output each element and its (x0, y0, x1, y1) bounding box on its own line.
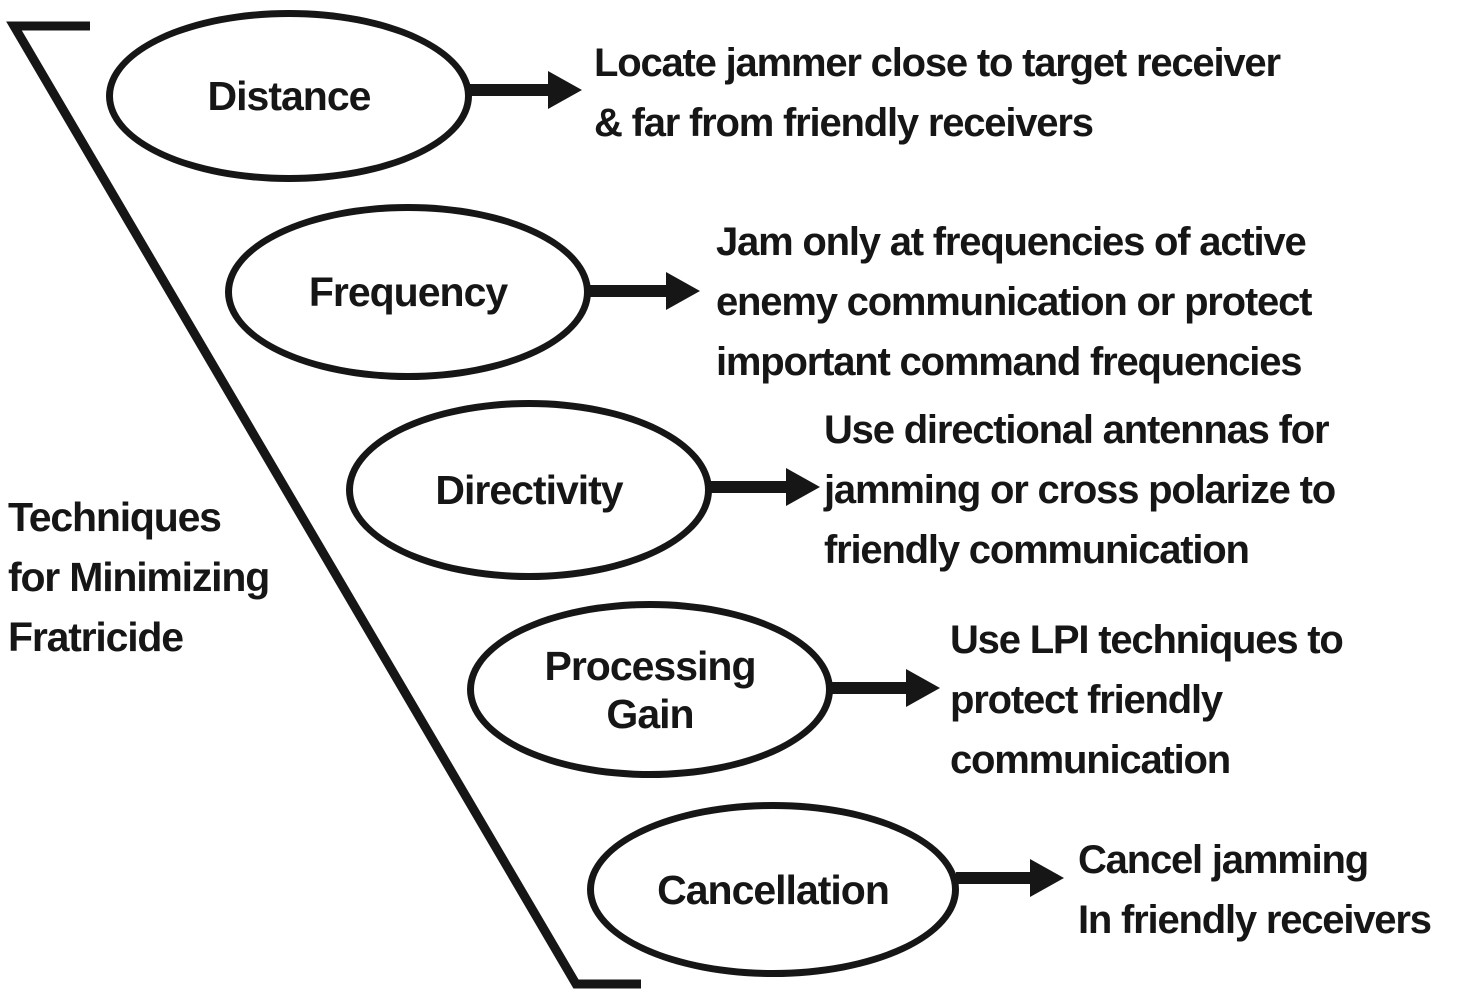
arrow-right-icon (956, 859, 1064, 897)
node-distance: Distance (106, 10, 472, 182)
node-frequency-description: Jam only at frequencies of active enemy … (716, 220, 1312, 384)
node-label: Cancellation (657, 866, 890, 913)
arrow-right-icon (708, 468, 820, 506)
node-frequency: Frequency (225, 204, 591, 380)
node-label: Distance (207, 73, 372, 119)
diagonal-bracket-line (6, 21, 641, 989)
node-cancellation: Cancellation (587, 802, 959, 977)
diagram-title: Techniques for Minimizing Fratricide (8, 494, 270, 660)
arrow-right-icon (588, 272, 700, 310)
arrow-right-icon (468, 71, 582, 109)
node-directivity-description: Use directional antennas for jamming or … (824, 408, 1336, 572)
arrow-right-icon (830, 669, 940, 707)
node-label: Processing Gain (544, 642, 756, 737)
node-label: Directivity (435, 467, 623, 513)
node-directivity: Directivity (346, 400, 712, 580)
node-processing-gain: Processing Gain (467, 601, 833, 778)
node-label: Frequency (308, 269, 508, 315)
node-processing-gain-description: Use LPI techniques to protect friendly c… (950, 618, 1344, 782)
node-cancellation-description: Cancel jamming In friendly receivers (1078, 838, 1432, 942)
node-distance-description: Locate jammer close to target receiver &… (594, 41, 1281, 145)
